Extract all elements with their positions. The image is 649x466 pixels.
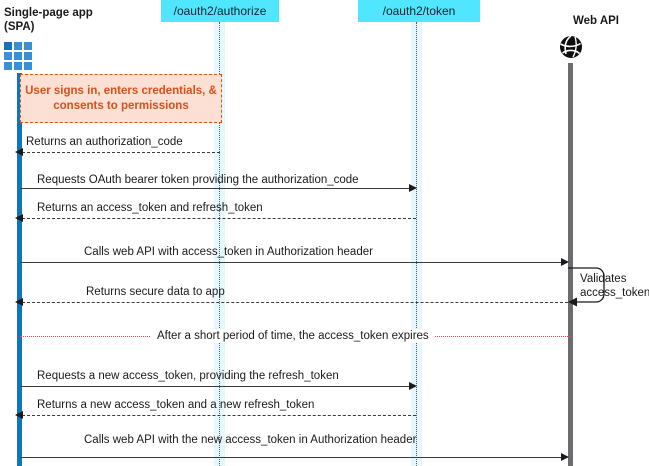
globe-icon	[558, 34, 584, 60]
message-line-5	[22, 302, 568, 303]
lifeline-spa	[17, 73, 22, 466]
message-label-calls-web-api: Calls web API with access_token in Autho…	[84, 246, 373, 258]
message-line-7	[22, 415, 416, 416]
note-user-signin: User signs in, enters credentials, & con…	[20, 74, 222, 123]
message-line-2	[20, 188, 410, 189]
arrowhead-left-5	[15, 298, 23, 306]
arrowhead-right-2	[409, 184, 417, 192]
participant-header-authorize[interactable]: /oauth2/authorize	[161, 0, 279, 22]
participant-header-spa: Single-page app (SPA)	[4, 7, 93, 33]
app-grid-icon	[4, 42, 32, 70]
arrowhead-right-4	[561, 258, 569, 266]
message-label-calls-web-api-new-token: Calls web API with the new access_token …	[84, 434, 417, 446]
arrowhead-left-3	[15, 214, 23, 222]
divider-label-token-expiry: After a short period of time, the access…	[151, 329, 435, 343]
arrowhead-left-1	[15, 148, 23, 156]
message-label-returns-secure-data: Returns secure data to app	[86, 286, 225, 298]
lifeline-token	[416, 22, 417, 466]
message-line-8	[20, 457, 563, 458]
message-label-returns-new-tokens: Returns a new access_token and a new ref…	[37, 399, 315, 411]
message-label-requests-bearer-token: Requests OAuth bearer token providing th…	[37, 174, 359, 186]
lifeline-authorize	[219, 22, 220, 466]
message-line-3	[22, 218, 416, 219]
message-label-returns-access-refresh-token: Returns an access_token and refresh_toke…	[37, 202, 263, 214]
message-line-1	[22, 152, 220, 153]
message-line-6	[20, 386, 410, 387]
participant-header-token[interactable]: /oauth2/token	[358, 0, 480, 22]
self-message-label: Validates access_token	[580, 273, 649, 299]
participant-header-webapi: Web API	[572, 15, 619, 27]
lifeline-webapi	[568, 63, 573, 466]
self-message-validates-access-token	[568, 264, 610, 315]
message-label-returns-authorization-code: Returns an authorization_code	[26, 136, 183, 148]
message-label-requests-new-access-token: Requests a new access_token, providing t…	[37, 370, 339, 382]
arrowhead-right-8	[561, 453, 569, 461]
arrowhead-right-6	[409, 382, 417, 390]
arrowhead-left-7	[15, 411, 23, 419]
message-line-4	[20, 262, 563, 263]
